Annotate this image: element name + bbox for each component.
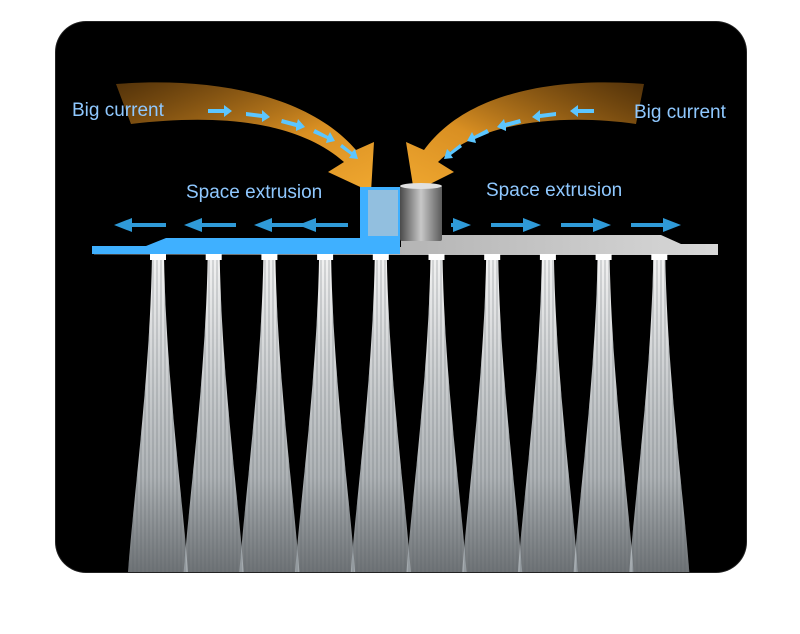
water-sprays (128, 254, 690, 572)
water-spray (629, 254, 690, 572)
inflow-arrows-right (444, 105, 594, 159)
big-current-arrow-left (116, 82, 374, 192)
water-spray (517, 254, 578, 572)
diagram-panel: Big current Big current Space extrusion … (56, 22, 746, 572)
water-spray (239, 254, 300, 572)
showerhead-plate (92, 183, 718, 255)
extrusion-arrows-right (451, 218, 681, 232)
water-spray (573, 254, 634, 572)
label-big-current-left: Big current (72, 100, 164, 121)
extrusion-arrows-left (114, 218, 348, 232)
label-space-extrusion-left: Space extrusion (186, 182, 323, 203)
label-space-extrusion-right: Space extrusion (486, 180, 623, 201)
water-spray (350, 254, 411, 572)
inlet-cylinder (400, 186, 442, 241)
water-spray (128, 254, 188, 572)
water-spray (462, 254, 523, 572)
inflow-arrows-left (208, 105, 358, 159)
label-big-current-right: Big current (634, 102, 726, 123)
showerhead-diagram (92, 82, 718, 572)
water-spray (183, 254, 244, 572)
water-spray (406, 254, 467, 572)
big-current-arrow-right (406, 82, 644, 192)
water-spray (295, 254, 356, 572)
